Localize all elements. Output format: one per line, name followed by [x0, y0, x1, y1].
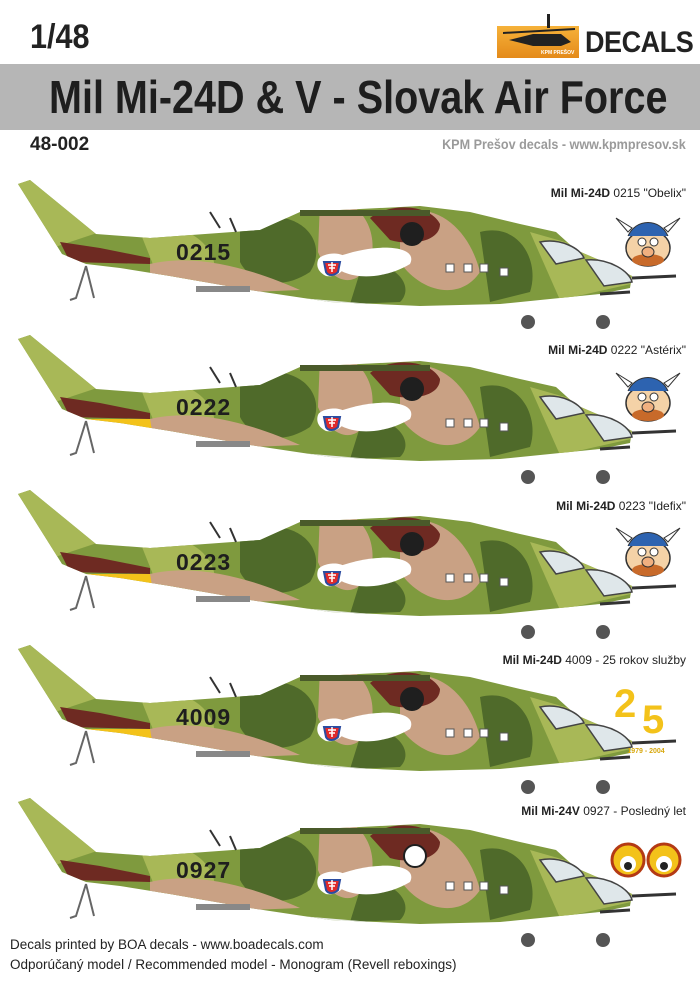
- helicopter-caption: Mil Mi-24D 0222 "Astérix": [548, 343, 686, 357]
- helicopter-name: 4009 - 25 rokov služby: [561, 653, 686, 667]
- helicopter-caption: Mil Mi-24D 0223 "Idefix": [556, 499, 686, 513]
- helicopter-block: Mil Mi-24D 0215 "Obelix" 0215: [0, 172, 700, 337]
- helicopter-block: Mil Mi-24D 0222 "Astérix" 0222: [0, 327, 700, 492]
- helicopter-profile: [18, 645, 677, 794]
- title-band: Mil Mi-24D & V - Slovak Air Force: [0, 64, 700, 130]
- idefix-icon: [606, 518, 686, 593]
- helicopter-block: Mil Mi-24D 0223 "Idefix" 0223: [0, 482, 700, 647]
- helicopter-block: Mil Mi-24D 4009 - 25 rokov služby 4009 2 …: [0, 637, 700, 802]
- helicopter-model: Mil Mi-24D: [548, 343, 608, 357]
- obelix-icon: [606, 208, 686, 283]
- helicopter-name: 0222 "Astérix": [607, 343, 686, 357]
- helicopter-caption: Mil Mi-24D 4009 - 25 rokov služby: [503, 653, 686, 667]
- logo-helicopter-icon: [503, 14, 575, 46]
- logo-sub: KPM PREŠOV: [541, 50, 575, 56]
- helicopter-serial: 0215: [176, 239, 232, 265]
- helicopter-serial: 0222: [176, 394, 232, 420]
- eyes-icon: [606, 826, 686, 901]
- helicopter-serial: 4009: [176, 704, 232, 730]
- kpm-decals-logo: KPM PREŠOV DECALS: [497, 14, 694, 59]
- helicopter-model: Mil Mi-24V: [521, 804, 580, 818]
- helicopter-serial: 0927: [176, 857, 232, 883]
- asterix-icon: [606, 363, 686, 438]
- helicopter-profile: [18, 180, 677, 329]
- footer-print-credit: Decals printed by BOA decals - www.boade…: [10, 937, 324, 952]
- helicopter-profile: [18, 335, 677, 484]
- anniversary-years: 1979 - 2004: [627, 748, 665, 755]
- helicopter-serial: 0223: [176, 549, 232, 575]
- helicopter-caption: Mil Mi-24D 0215 "Obelix": [551, 186, 686, 200]
- helicopter-name: 0215 "Obelix": [610, 186, 686, 200]
- helicopter-profile: [18, 490, 677, 639]
- helicopter-model: Mil Mi-24D: [502, 653, 562, 667]
- helicopter-block: Mil Mi-24V 0927 - Posledný let 0927: [0, 790, 700, 955]
- page-title: Mil Mi-24D & V - Slovak Air Force: [49, 71, 668, 123]
- svg-text:5: 5: [642, 698, 664, 742]
- footer-recommended-model: Odporúčaný model / Recommended model - M…: [10, 957, 457, 972]
- scale-label: 1/48: [30, 18, 90, 56]
- helicopter-model: Mil Mi-24D: [556, 499, 616, 513]
- helicopter-model: Mil Mi-24D: [550, 186, 611, 200]
- helicopter-profile: [18, 798, 677, 947]
- credit-line: KPM Prešov decals - www.kpmpresov.sk: [442, 136, 686, 152]
- svg-text:2: 2: [614, 682, 636, 726]
- anniversary-25-icon: 2 5 1979 - 2004: [606, 673, 686, 755]
- helicopter-caption: Mil Mi-24V 0927 - Posledný let: [521, 804, 686, 818]
- logo-text: DECALS: [585, 26, 694, 59]
- helicopter-name: 0223 "Idefix": [615, 499, 686, 513]
- product-code: 48-002: [30, 134, 90, 155]
- helicopter-name: 0927 - Posledný let: [579, 804, 686, 818]
